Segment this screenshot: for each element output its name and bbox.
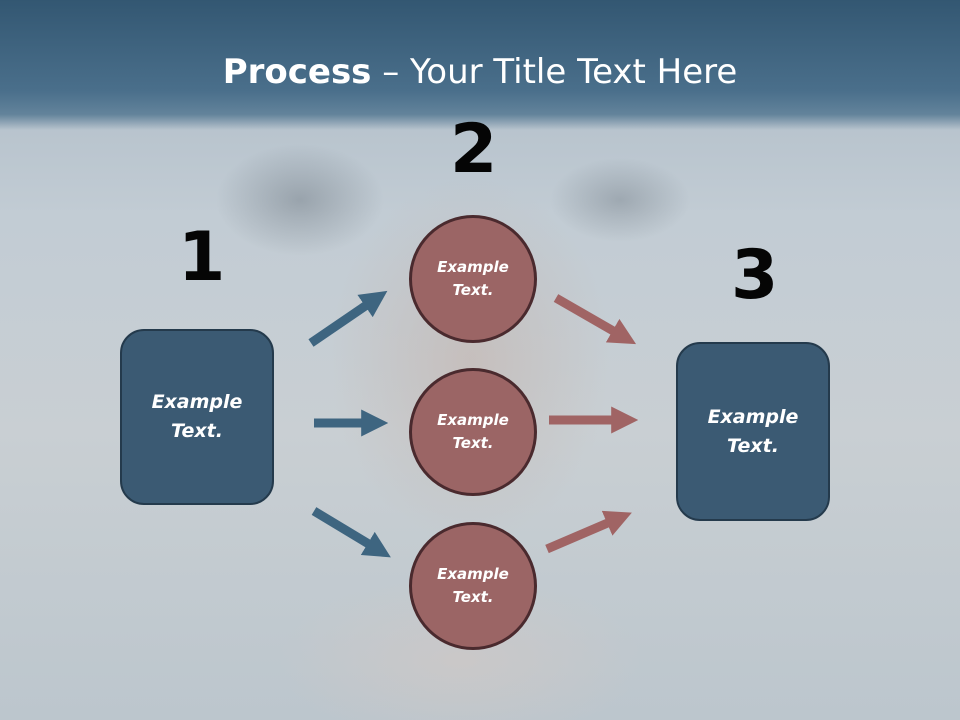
arrow-bottom-to-right: [545, 510, 632, 554]
step-number-1: 1: [178, 218, 226, 297]
step-number-3: 3: [731, 236, 779, 315]
slide-title: Process – Your Title Text Here: [0, 52, 960, 92]
step-number-2: 2: [450, 110, 498, 189]
circle-middle-text: Example Text.: [437, 411, 509, 452]
step-1-box-text: Example Text.: [151, 391, 243, 442]
step-3-box: Example Text.: [676, 342, 830, 521]
title-bar: [0, 0, 960, 130]
circle-top-text: Example Text.: [437, 258, 509, 299]
step-2-circle-top: Example Text.: [409, 215, 537, 343]
step-2-circle-bottom: Example Text.: [409, 522, 537, 650]
title-rest: – Your Title Text Here: [371, 52, 738, 92]
step-3-box-text: Example Text.: [707, 405, 799, 457]
title-bold: Process: [222, 52, 372, 92]
arrow-left-to-top: [308, 290, 388, 347]
step-1-box: Example Text.: [120, 329, 274, 505]
arrow-top-to-right: [553, 294, 637, 345]
arrow-left-to-bottom: [311, 507, 391, 558]
circle-bottom-text: Example Text.: [437, 565, 509, 606]
step-2-circle-middle: Example Text.: [409, 368, 537, 496]
